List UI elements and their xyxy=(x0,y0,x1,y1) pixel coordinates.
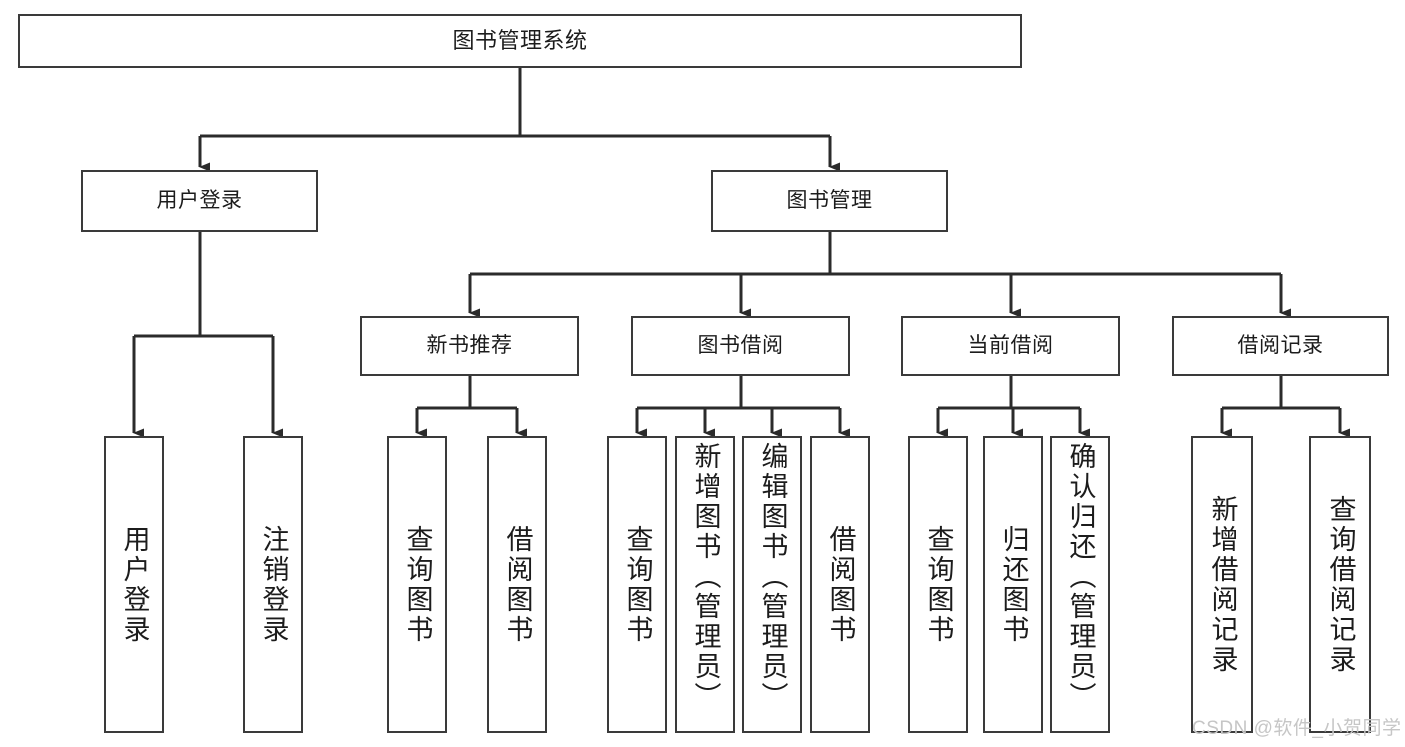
node-leaf-query-book-1[interactable]: 查询图书 xyxy=(387,436,447,733)
node-leaf-edit-book-admin[interactable]: 编辑图书（管理员） xyxy=(742,436,802,733)
node-label: 确认归还（管理员） xyxy=(1065,442,1096,712)
node-leaf-query-borrow-record[interactable]: 查询借阅记录 xyxy=(1309,436,1371,733)
node-label: 新增图书（管理员） xyxy=(690,442,721,712)
node-label: 编辑图书（管理员） xyxy=(757,442,788,712)
node-label: 借阅图书 xyxy=(502,524,533,645)
node-l2-book-mgmt[interactable]: 图书管理 xyxy=(711,170,948,232)
node-leaf-user-login[interactable]: 用户登录 xyxy=(104,436,164,733)
node-l3-new-book-rec[interactable]: 新书推荐 xyxy=(360,316,579,376)
node-leaf-return-book[interactable]: 归还图书 xyxy=(983,436,1043,733)
node-leaf-user-logout[interactable]: 注销登录 xyxy=(243,436,303,733)
node-label: 用户登录 xyxy=(156,188,243,212)
node-leaf-borrow-book-2[interactable]: 借阅图书 xyxy=(810,436,870,733)
node-label: 注销登录 xyxy=(258,524,289,645)
node-label: 查询图书 xyxy=(923,524,954,645)
node-leaf-borrow-book-1[interactable]: 借阅图书 xyxy=(487,436,547,733)
node-label: 图书借阅 xyxy=(697,333,784,357)
node-label: 图书管理系统 xyxy=(452,28,588,54)
node-leaf-add-borrow-record[interactable]: 新增借阅记录 xyxy=(1191,436,1253,733)
node-leaf-add-book-admin[interactable]: 新增图书（管理员） xyxy=(675,436,735,733)
node-label: 新书推荐 xyxy=(426,333,513,357)
node-label: 新增借阅记录 xyxy=(1207,494,1238,675)
watermark: CSDN @软件_小贺同学 xyxy=(1192,718,1402,739)
node-label: 当前借阅 xyxy=(967,333,1054,357)
node-label: 查询图书 xyxy=(622,524,653,645)
node-l3-borrow-record[interactable]: 借阅记录 xyxy=(1172,316,1389,376)
node-leaf-query-book-2[interactable]: 查询图书 xyxy=(607,436,667,733)
node-label: 借阅图书 xyxy=(825,524,856,645)
node-label: 查询借阅记录 xyxy=(1325,494,1356,675)
node-l2-login[interactable]: 用户登录 xyxy=(81,170,318,232)
node-l3-current-borrow[interactable]: 当前借阅 xyxy=(901,316,1120,376)
node-l3-book-borrow[interactable]: 图书借阅 xyxy=(631,316,850,376)
node-label: 归还图书 xyxy=(998,524,1029,645)
node-label: 图书管理 xyxy=(786,188,873,212)
node-root[interactable]: 图书管理系统 xyxy=(18,14,1022,68)
node-leaf-confirm-return-admin[interactable]: 确认归还（管理员） xyxy=(1050,436,1110,733)
node-label: 用户登录 xyxy=(119,524,150,645)
node-label: 查询图书 xyxy=(402,524,433,645)
node-leaf-query-book-3[interactable]: 查询图书 xyxy=(908,436,968,733)
node-label: 借阅记录 xyxy=(1237,333,1324,357)
